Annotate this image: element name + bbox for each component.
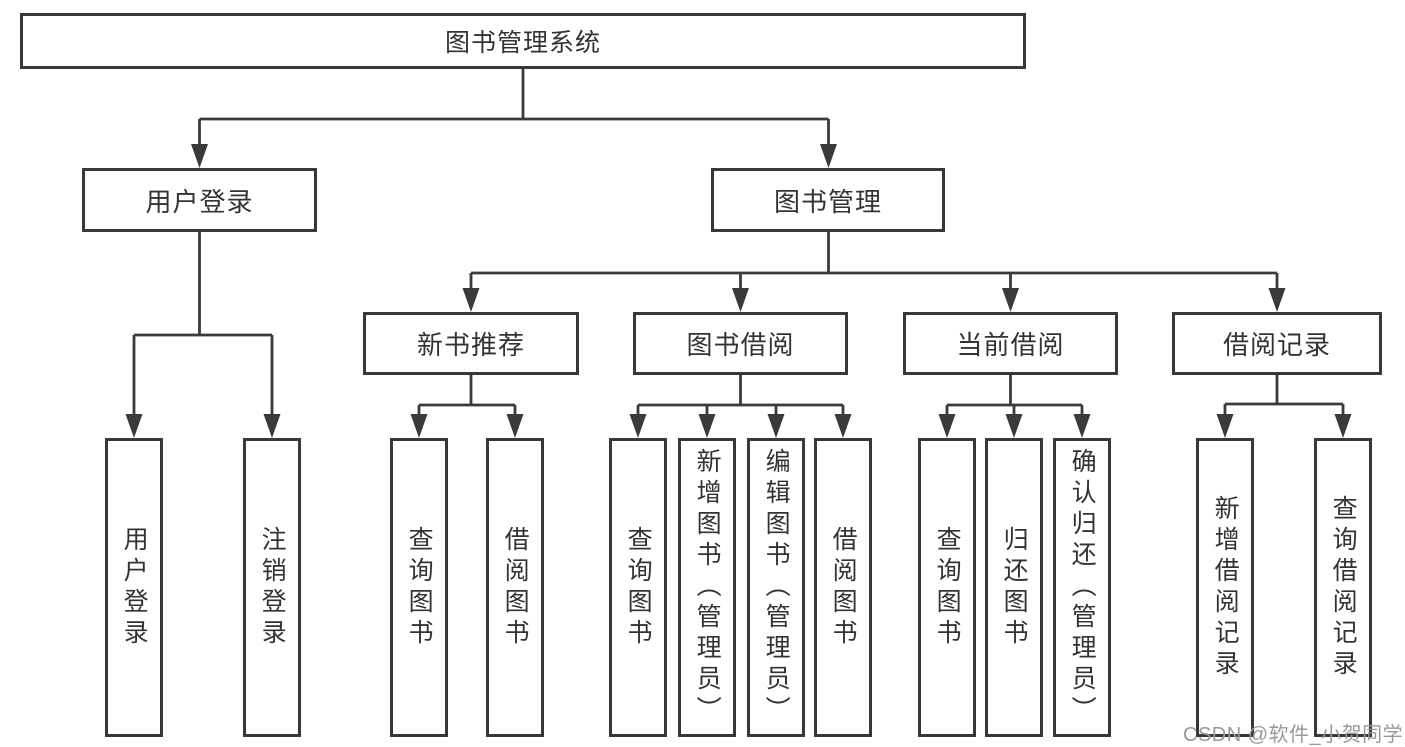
node-label: 查询图书 (933, 525, 962, 650)
arrow-down-icon (1005, 414, 1023, 438)
arrow-down-icon (1073, 414, 1091, 438)
arrow-down-icon (834, 414, 852, 438)
arrow-down-icon (410, 414, 428, 438)
node-label: 查询图书 (624, 525, 653, 650)
node-label: 用户登录 (120, 525, 149, 650)
node-current-borrowing: 当前借阅 (903, 312, 1118, 375)
node-book-management: 图书管理 (711, 168, 945, 232)
leaf-return-books: 归还图书 (985, 438, 1043, 737)
leaf-query-books-borrow: 查询图书 (609, 438, 667, 737)
leaf-query-books-current: 查询图书 (918, 438, 976, 737)
node-label: 图书管理 (773, 186, 882, 217)
leaf-query-books-recommend: 查询图书 (390, 438, 448, 737)
node-label: 借阅图书 (501, 525, 530, 650)
node-label: 新书推荐 (416, 330, 525, 360)
node-label: 借阅图书 (829, 525, 858, 650)
node-label: 归还图书 (1000, 525, 1029, 650)
arrow-down-icon (125, 414, 143, 438)
node-label: 用户登录 (145, 186, 254, 217)
leaf-user-login: 用户登录 (105, 438, 163, 737)
arrow-down-icon (191, 144, 208, 168)
arrow-down-icon (732, 288, 749, 312)
node-label: 查询借阅记录 (1329, 494, 1358, 681)
node-new-book-recommendation: 新书推荐 (363, 312, 579, 375)
node-label: 查询图书 (405, 525, 434, 650)
arrow-down-icon (462, 288, 480, 312)
node-label: 注销登录 (258, 525, 287, 650)
node-label: 新增图书（管理员） (693, 448, 722, 727)
arrow-down-icon (263, 414, 281, 438)
node-label: 图书管理系统 (444, 29, 601, 57)
leaf-query-borrow-record: 查询借阅记录 (1314, 438, 1372, 737)
leaf-add-borrow-record: 新增借阅记录 (1196, 438, 1254, 737)
node-label: 借阅记录 (1222, 330, 1331, 360)
arrow-down-icon (767, 414, 785, 438)
arrow-down-icon (1002, 288, 1019, 312)
leaf-logout-login: 注销登录 (243, 438, 301, 737)
node-library-management-system: 图书管理系统 (20, 13, 1026, 69)
leaf-edit-books-admin: 编辑图书（管理员） (747, 438, 805, 737)
node-label: 新增借阅记录 (1211, 494, 1240, 681)
node-book-borrowing: 图书借阅 (633, 312, 848, 375)
arrow-down-icon (938, 414, 956, 438)
arrow-down-icon (1216, 414, 1234, 438)
tree-edges (132, 67, 1345, 416)
leaf-borrow-books-borrow: 借阅图书 (814, 438, 872, 737)
node-label: 图书借阅 (686, 330, 795, 360)
node-borrowing-records: 借阅记录 (1172, 312, 1382, 375)
arrow-down-icon (820, 144, 837, 168)
arrow-down-icon (1334, 414, 1352, 438)
node-label: 当前借阅 (956, 330, 1065, 360)
node-label: 确认归还（管理员） (1068, 448, 1097, 727)
leaf-confirm-return-admin: 确认归还（管理员） (1053, 438, 1111, 737)
arrow-down-icon (1268, 288, 1286, 312)
arrow-down-icon (629, 414, 647, 438)
arrow-down-icon (698, 414, 716, 438)
arrow-down-icons (125, 144, 1352, 438)
arrow-down-icon (506, 414, 524, 438)
node-label: 编辑图书（管理员） (762, 448, 791, 727)
leaf-borrow-books-recommend: 借阅图书 (486, 438, 544, 737)
leaf-add-books-admin: 新增图书（管理员） (678, 438, 736, 737)
csdn-watermark: CSDN @软件_小贺同学 (1183, 724, 1404, 746)
node-user-login: 用户登录 (82, 168, 317, 232)
